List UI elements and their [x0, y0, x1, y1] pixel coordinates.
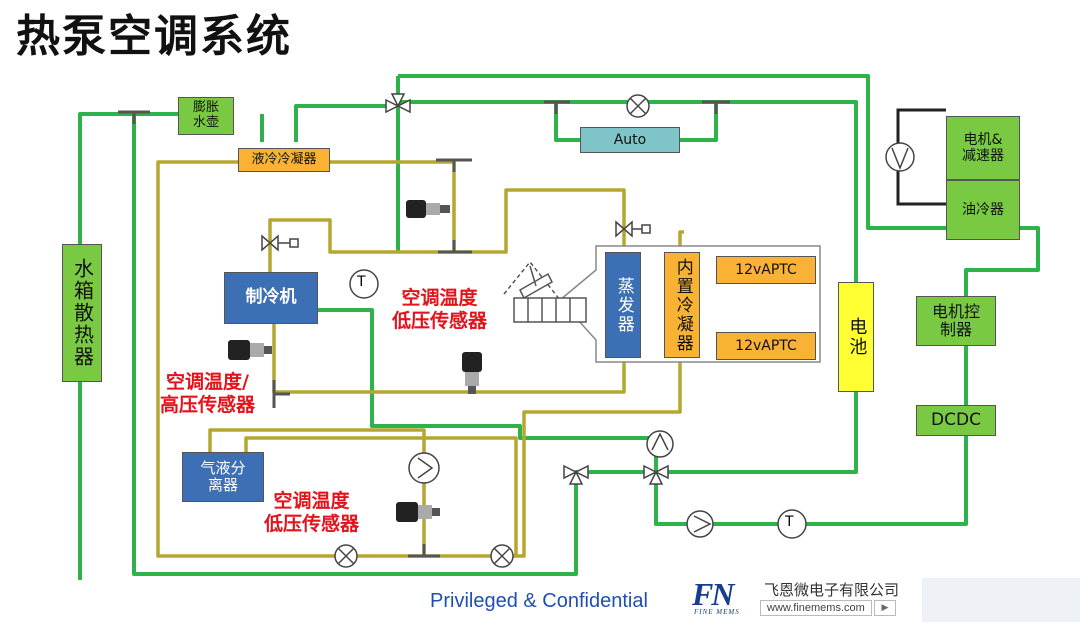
refrigerant-line-separator — [208, 428, 426, 556]
play-arrow-icon[interactable]: ▶ — [874, 600, 896, 616]
refrigerant-line-separator-2 — [244, 436, 518, 556]
pumps — [408, 142, 915, 538]
sensor-label-low-pressure-1: 空调温度 低压传感器 — [392, 287, 488, 332]
temp-sensor-circles — [349, 269, 807, 539]
company-logo: FN — [692, 576, 734, 612]
company-url[interactable]: www.finemems.com — [760, 600, 872, 616]
confidential-notice: Privileged & Confidential — [430, 590, 648, 612]
compressor: 制冷机 — [224, 272, 318, 324]
expansion-tank: 膨胀 水壶 — [178, 97, 234, 135]
battery: 电池 — [838, 282, 874, 392]
sensor-label-high-pressure: 空调温度/ 高压传感器 — [160, 371, 256, 416]
coolant-line-right-loop — [398, 74, 1040, 405]
pressure-sensor-icon — [396, 502, 440, 522]
sensor-label-low-pressure-2: 空调温度 低压传感器 — [264, 490, 360, 535]
motor-controller: 电机控 制器 — [916, 296, 996, 346]
shutoff-valves — [334, 94, 650, 568]
evaporator: 蒸发器 — [605, 252, 641, 358]
three-way-valves — [385, 93, 669, 485]
footer-gray-panel — [922, 578, 1080, 622]
dcdc-converter: DCDC — [916, 405, 996, 436]
oil-cooler: 油冷器 — [946, 180, 1020, 240]
company-name: 飞恩微电子有限公司 — [764, 581, 900, 599]
pump-icon — [646, 430, 674, 458]
pump-icon — [686, 510, 714, 538]
internal-condenser: 内置冷凝器 — [664, 252, 700, 358]
temp-sensor-label: T — [785, 514, 794, 530]
pressure-sensor-icon — [228, 340, 272, 360]
motor-reducer: 电机& 减速器 — [946, 116, 1020, 180]
ptc-heater-top: 12vAPTC — [716, 256, 816, 284]
auto-unit: Auto — [580, 127, 680, 153]
radiator: 水箱散热器 — [62, 244, 102, 382]
t-junctions — [118, 100, 730, 558]
expansion-valves — [261, 220, 651, 252]
pressure-sensor-icon — [462, 352, 482, 394]
liquid-cooled-condenser: 液冷冷凝器 — [238, 148, 330, 172]
coolant-line-top-1 — [294, 104, 398, 142]
company-logo-subtitle: FINE MEMS — [694, 608, 740, 616]
ptc-heater-bottom: 12vAPTC — [716, 332, 816, 360]
pressure-sensor-icon — [406, 200, 450, 218]
expansion-valve-icon — [615, 220, 633, 238]
refrigerant-line-evap — [268, 188, 626, 296]
gas-liquid-separator: 气液分 离器 — [182, 452, 264, 502]
coolant-line-auto-left — [554, 102, 584, 142]
blower-flap-icon — [503, 260, 587, 323]
coolant-line-auto-right — [680, 102, 718, 142]
temp-sensor-label: T — [357, 274, 366, 290]
coolant-line-left — [78, 112, 178, 580]
expansion-valve-icon — [261, 234, 279, 252]
pump-icon — [408, 452, 440, 484]
pressure-sensors — [228, 200, 482, 522]
page-title: 热泵空调系统 — [16, 11, 292, 62]
coolant-line-compressor — [318, 308, 656, 440]
coolant-line-bottom — [132, 114, 656, 576]
refrigerant-line-left — [156, 160, 682, 558]
refrigerant-line-return — [272, 324, 626, 394]
